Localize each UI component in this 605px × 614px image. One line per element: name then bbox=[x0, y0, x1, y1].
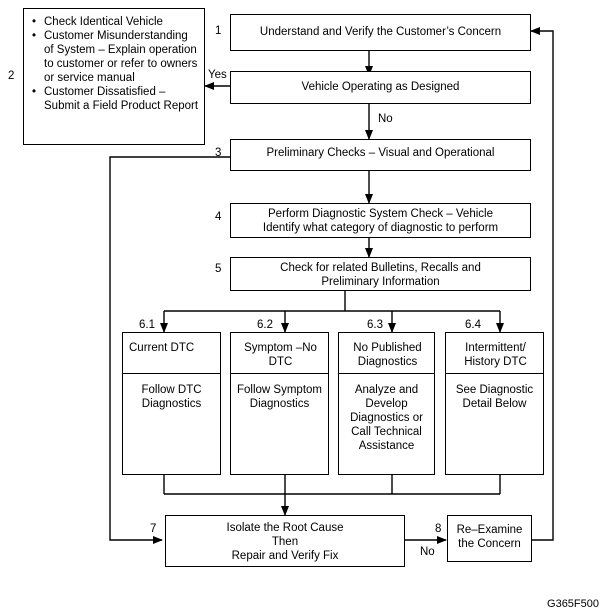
step-4-line-1: Perform Diagnostic System Check – Vehicl… bbox=[268, 208, 493, 220]
branch-6-2-action: Follow Symptom Diagnostics bbox=[237, 384, 322, 410]
step-7-line-2: Then bbox=[271, 536, 299, 548]
step-5-number: 5 bbox=[215, 263, 222, 275]
branch-6-1-number: 6.1 bbox=[139, 319, 155, 331]
side-note-box: Check Identical Vehicle Customer Misunde… bbox=[23, 8, 205, 145]
branch-6-3-header: No Published Diagnostics bbox=[339, 333, 434, 374]
step-3-number: 3 bbox=[215, 147, 222, 159]
branch-6-4-title: Intermittent/ History DTC bbox=[464, 342, 527, 368]
side-note-item: Customer Dissatisfied – Submit a Field P… bbox=[30, 85, 200, 113]
branch-6-4-number: 6.4 bbox=[465, 319, 481, 331]
branch-6-3-title: No Published Diagnostics bbox=[353, 342, 422, 368]
step-7-line-3: Repair and Verify Fix bbox=[231, 550, 339, 562]
arrow-8-loop-to-1 bbox=[530, 27, 554, 541]
step-4-box: Perform Diagnostic System Check – Vehicl… bbox=[230, 203, 531, 238]
step-1-box: Understand and Verify the Customer’s Con… bbox=[230, 14, 531, 51]
branch-6-2-box: Symptom –No DTC Follow Symptom Diagnosti… bbox=[230, 332, 329, 475]
step-8-line-2: the Concern bbox=[458, 538, 521, 550]
branch-6-1-header: Current DTC bbox=[123, 333, 220, 374]
step-8-box: Re–Examine the Concern bbox=[447, 515, 532, 562]
side-note-list: Check Identical Vehicle Customer Misunde… bbox=[30, 15, 200, 113]
step-7-line-1: Isolate the Root Cause bbox=[226, 522, 344, 534]
step-7-number: 7 bbox=[150, 523, 157, 535]
branch-6-2-number: 6.2 bbox=[257, 319, 273, 331]
step-5-box: Check for related Bulletins, Recalls and… bbox=[230, 257, 531, 291]
step-7-box: Isolate the Root Cause Then Repair and V… bbox=[165, 515, 405, 567]
branch-6-2-header: Symptom –No DTC bbox=[231, 333, 328, 374]
branch-6-2-title: Symptom –No DTC bbox=[244, 342, 317, 368]
step-8-number: 8 bbox=[435, 523, 442, 535]
step-4-line-2: Identify what category of diagnostic to … bbox=[262, 222, 499, 234]
step-2-number: 2 bbox=[8, 70, 15, 82]
vehicle-operating-box: Vehicle Operating as Designed bbox=[230, 71, 531, 104]
figure-code: G365F500 bbox=[547, 598, 599, 610]
step-8-line-1: Re–Examine bbox=[456, 524, 523, 536]
branch-6-1-action: Follow DTC Diagnostics bbox=[141, 384, 202, 410]
branch-6-3-box: No Published Diagnostics Analyze and Dev… bbox=[338, 332, 435, 475]
step-3-box: Preliminary Checks – Visual and Operatio… bbox=[230, 139, 531, 171]
step-1-text: Understand and Verify the Customer’s Con… bbox=[259, 26, 502, 38]
branch-6-3-action: Analyze and Develop Diagnostics or Call … bbox=[350, 384, 423, 452]
yes-label: Yes bbox=[208, 69, 227, 81]
step-5-line-2: Preliminary Information bbox=[321, 276, 440, 288]
branch-6-1-title: Current DTC bbox=[129, 342, 195, 354]
arrow-3-bypass-to-7 bbox=[109, 156, 230, 544]
side-note-item: Customer Misunderstanding of System – Ex… bbox=[30, 29, 200, 85]
side-note-item: Check Identical Vehicle bbox=[30, 15, 200, 29]
no-label-repair: No bbox=[420, 546, 435, 558]
no-label-vehicle: No bbox=[378, 113, 393, 125]
step-3-text: Preliminary Checks – Visual and Operatio… bbox=[266, 147, 495, 159]
branch-6-4-action: See Diagnostic Detail Below bbox=[455, 384, 534, 410]
step-5-line-1: Check for related Bulletins, Recalls and bbox=[280, 262, 481, 274]
branch-6-3-number: 6.3 bbox=[367, 319, 383, 331]
branch-6-4-box: Intermittent/ History DTC See Diagnostic… bbox=[445, 332, 544, 475]
branch-6-4-header: Intermittent/ History DTC bbox=[446, 333, 543, 374]
step-4-number: 4 bbox=[215, 211, 222, 223]
vehicle-operating-text: Vehicle Operating as Designed bbox=[301, 81, 460, 93]
step-1-number: 1 bbox=[215, 25, 222, 37]
branch-6-1-box: Current DTC Follow DTC Diagnostics bbox=[122, 332, 221, 475]
